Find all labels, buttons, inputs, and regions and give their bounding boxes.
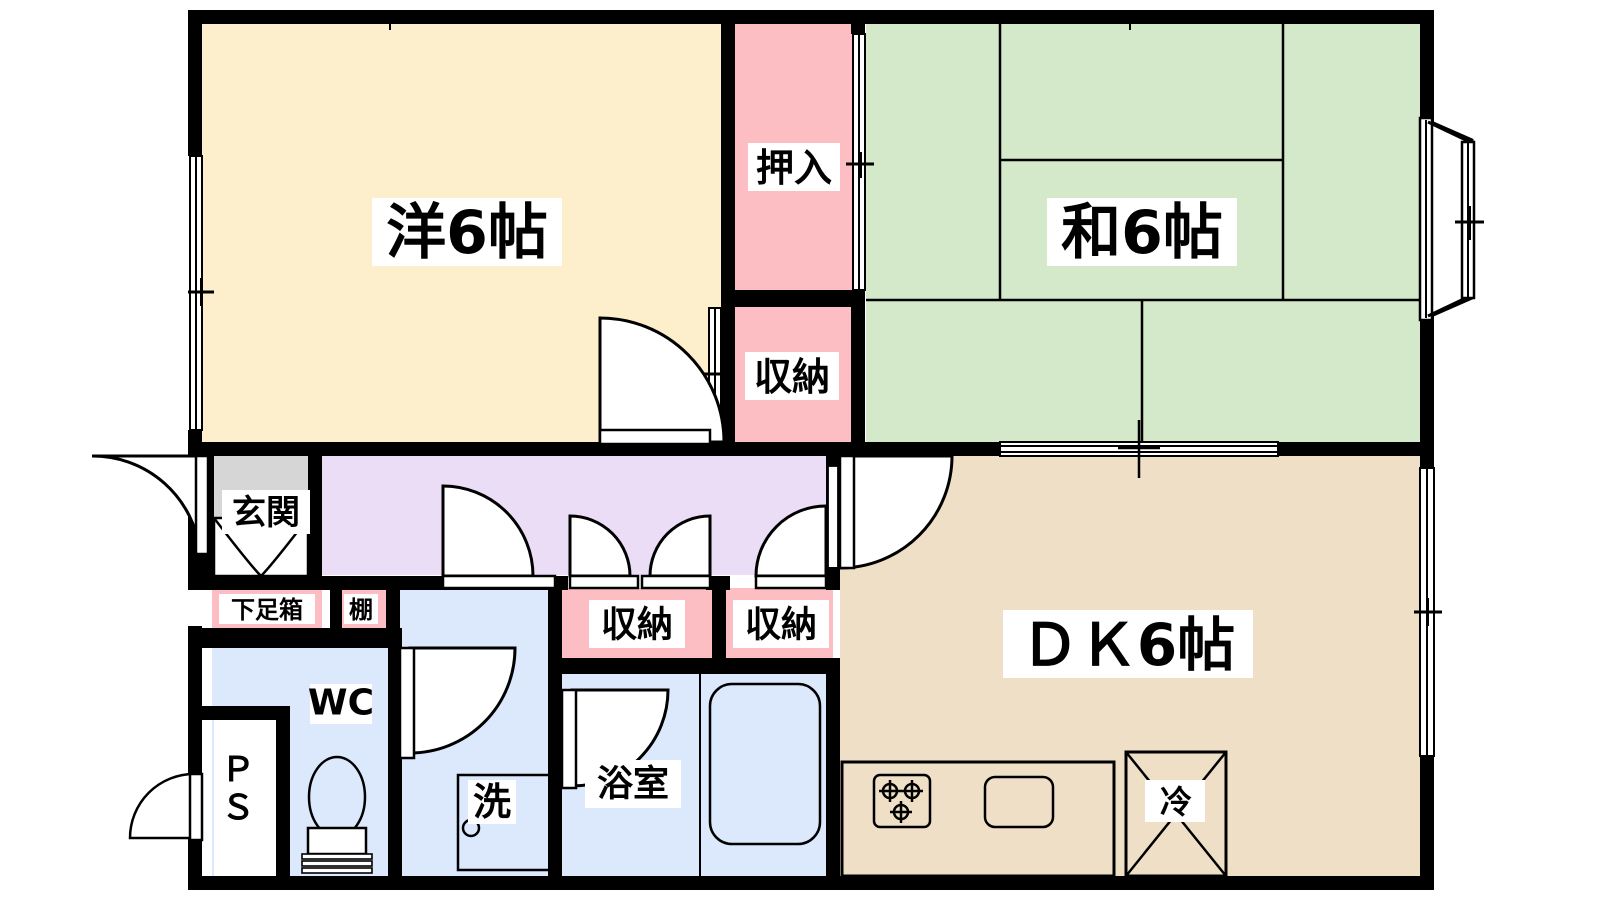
room-labels: 洋6帖 和6帖 ＤＫ6帖 押入 収納 玄関 下足箱 棚 収納 収納 WC Ｐ Ｓ…	[219, 143, 1253, 828]
wall-oshiire-washitsu	[851, 10, 865, 34]
wall-mid-horizontal	[188, 442, 838, 456]
wall-under-getabako	[202, 628, 402, 648]
door-corridor-washroom[interactable]	[441, 484, 557, 590]
window-oshiire-washitsu	[846, 33, 874, 291]
window-corridor-right	[827, 465, 839, 569]
wall-yoshitsu-shuno	[721, 300, 735, 442]
wall-tana-right	[386, 588, 400, 630]
door-ps[interactable]	[128, 772, 204, 842]
label-oshiire: 押入	[756, 146, 832, 190]
label-tana: 棚	[349, 596, 373, 624]
door-corridor-storage-right[interactable]	[754, 504, 828, 590]
label-getabako: 下足箱	[231, 596, 303, 624]
wall-exterior-left-lower	[188, 626, 202, 890]
wall-tana-left	[330, 588, 342, 630]
bay-window-washitsu	[1418, 115, 1484, 323]
label-ps: Ｐ	[221, 750, 255, 790]
wall-sen-right	[548, 590, 562, 670]
label-shuno-hall-1: 収納	[601, 605, 673, 646]
wall-corridor-bottom-d	[706, 576, 730, 590]
wall-shuno-hall-divider	[712, 588, 726, 660]
door-entrance[interactable]	[91, 454, 210, 556]
label-shuno-hall-2: 収納	[745, 605, 817, 646]
wall-corridor-bottom-c	[556, 576, 568, 590]
kitchen-counter	[840, 760, 1116, 878]
door-washroom[interactable]	[398, 646, 517, 760]
window-yoshitsu-left	[188, 155, 214, 431]
wall-exterior-top	[188, 10, 1434, 24]
bathtub-icon	[699, 674, 822, 876]
label-genkan: 玄関	[232, 493, 300, 533]
doors[interactable]	[91, 316, 954, 842]
label-refrigerator: 冷	[1160, 783, 1192, 821]
wall-ps-top	[202, 706, 290, 720]
label-washitsu: 和6帖	[1061, 198, 1223, 268]
wall-shuno-washitsu	[851, 300, 865, 442]
label-sen: 洗	[473, 780, 511, 824]
label-ps-2: Ｓ	[221, 788, 255, 828]
toilet-bowl-icon	[301, 755, 373, 874]
wall-ps-right	[276, 706, 290, 878]
wall-oshiire-shuno	[721, 290, 865, 307]
label-yokushitsu: 浴室	[597, 764, 669, 805]
label-wc: WC	[308, 683, 374, 724]
door-corridor-storage-double[interactable]	[568, 514, 712, 590]
wall-shuno-hall-bottom	[556, 658, 840, 674]
door-corridor-dk[interactable]	[838, 454, 954, 570]
room-fill-ps	[214, 718, 276, 878]
kitchen-sink-icon	[983, 775, 1055, 829]
wall-genkan-right	[308, 456, 322, 576]
sliding-doors-washitsu-dk[interactable]	[999, 420, 1279, 478]
label-yoshitsu: 洋6帖	[386, 198, 548, 268]
tatami-mat-lines	[866, 22, 1422, 442]
wall-yoshitsu-oshiire	[721, 10, 735, 300]
wall-wc-right	[388, 628, 402, 878]
wall-dk-left-lower	[826, 658, 840, 878]
label-shuno-bedroom: 収納	[754, 355, 830, 399]
wall-corridor-bottom-a	[202, 576, 404, 590]
wall-exterior-bottom	[188, 876, 1434, 890]
window-dk-right	[1414, 467, 1442, 757]
label-dk: ＤＫ6帖	[1021, 611, 1235, 679]
wall-exterior-left-upper	[188, 10, 202, 156]
fixtures	[301, 567, 1228, 878]
door-yoshitsu-corridor[interactable]	[598, 316, 726, 446]
gas-stove-icon	[872, 773, 932, 829]
